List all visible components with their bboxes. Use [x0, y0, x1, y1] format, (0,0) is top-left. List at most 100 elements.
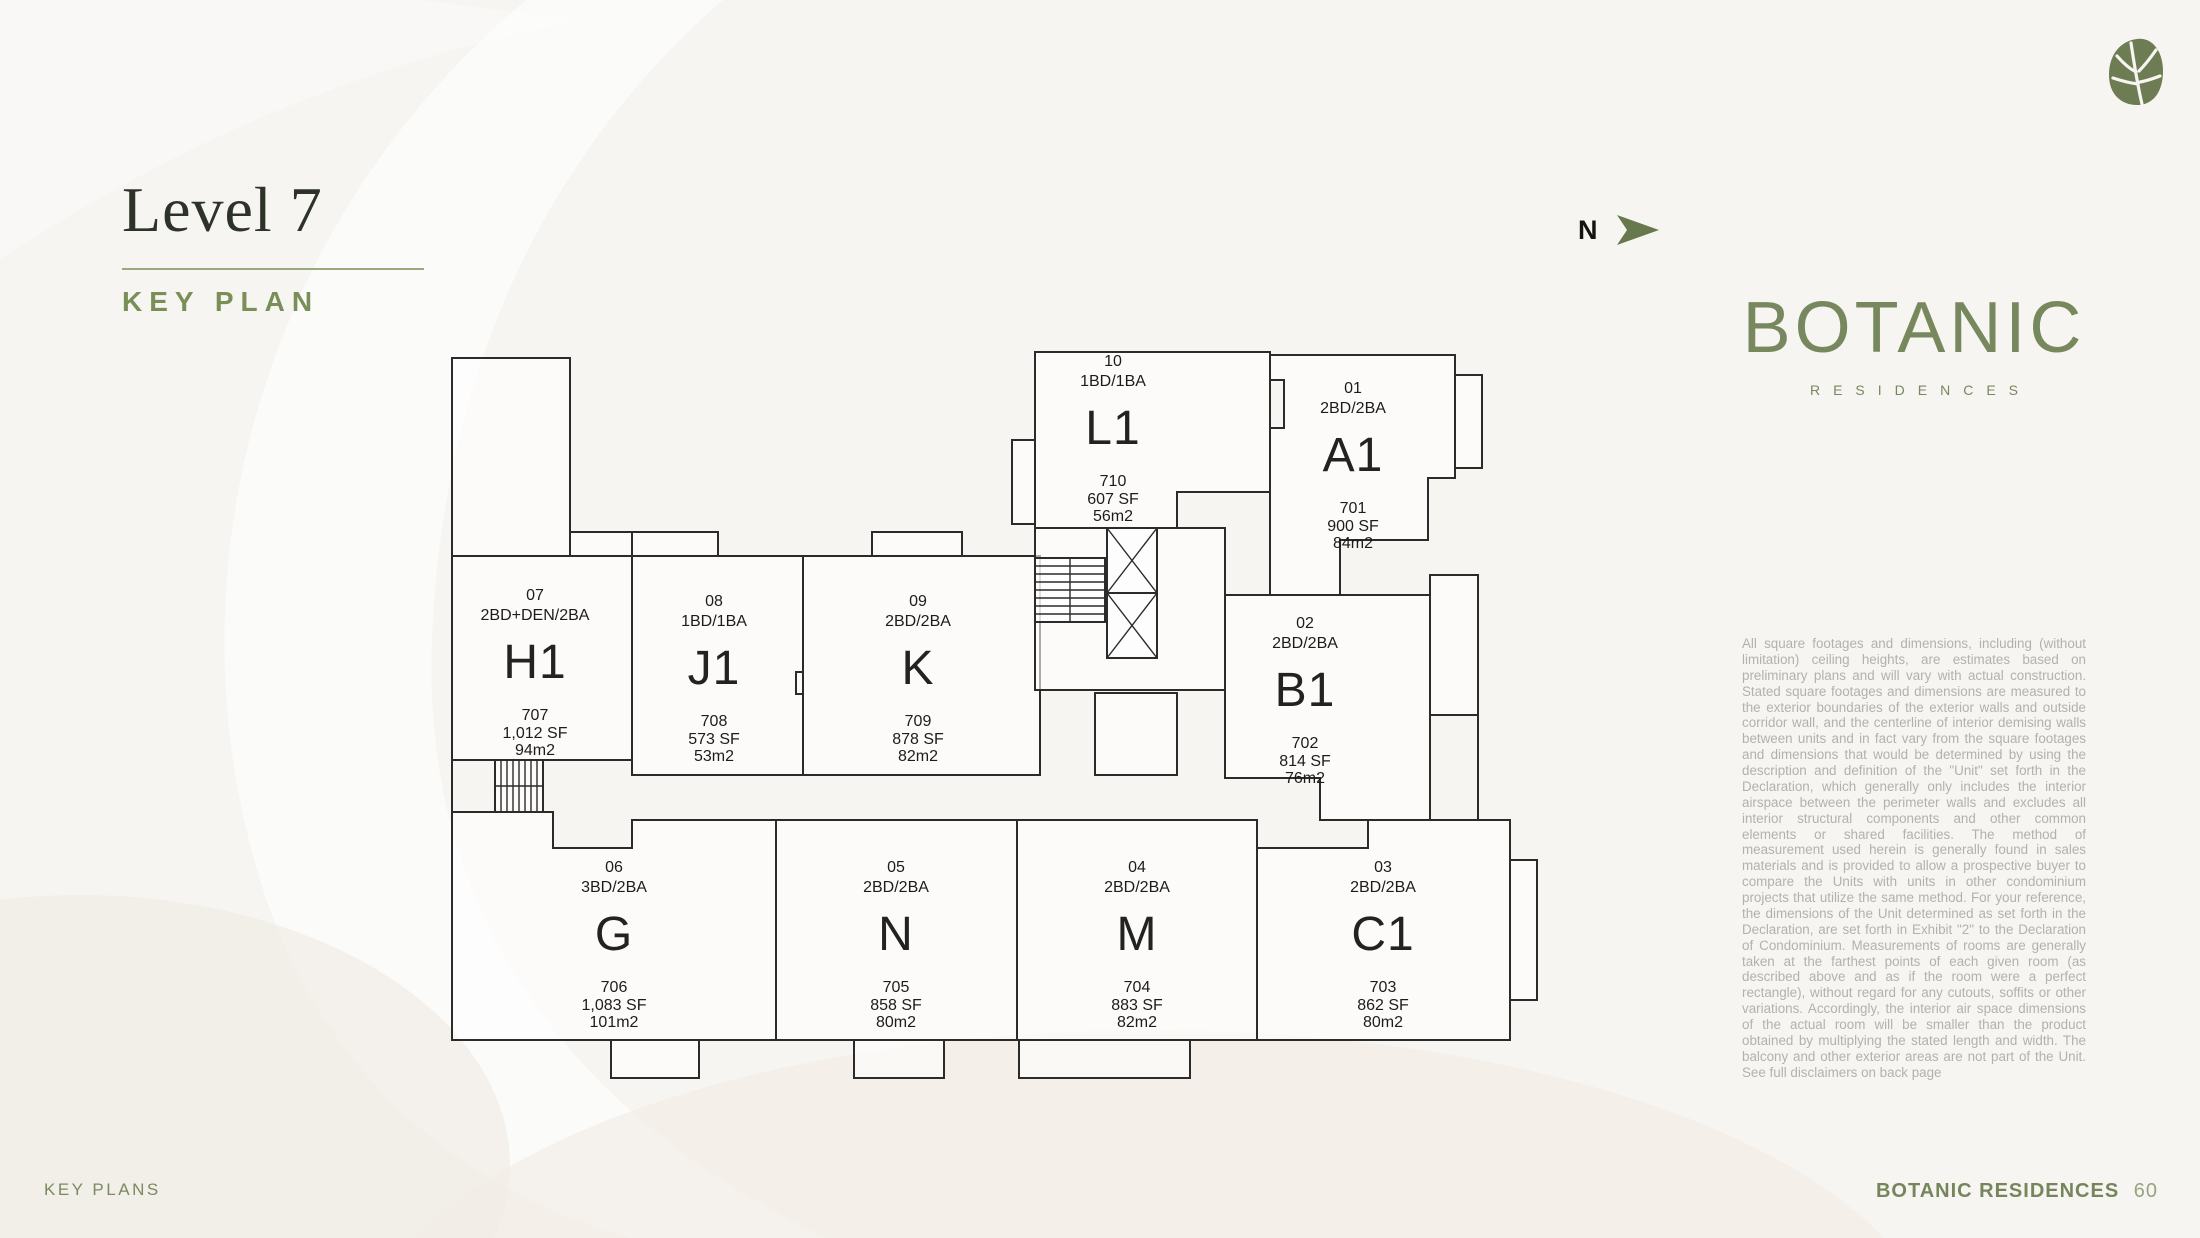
unit-J1-num: 08 [705, 593, 723, 610]
unit-outline-K [802, 555, 1041, 776]
unit-J1-letter: J1 [688, 642, 741, 695]
footer-section-label: KEY PLANS [44, 1180, 161, 1199]
unit-N-letter: N [878, 908, 914, 961]
disclaimer-text: All square footages and dimensions, incl… [1742, 636, 2086, 1080]
unit-K-sf: 878 SF [892, 731, 944, 748]
balcony [631, 531, 719, 557]
unit-H1-sqm: 94m2 [515, 742, 555, 759]
unit-M-sqm: 82m2 [1117, 1014, 1157, 1031]
balcony [853, 1039, 945, 1079]
unit-A1-type: 2BD/2BA [1320, 400, 1386, 417]
unit-G-sqm: 101m2 [590, 1014, 639, 1031]
balcony [610, 1039, 700, 1079]
unit-A1-sf: 900 SF [1327, 518, 1379, 535]
unit-B1-type: 2BD/2BA [1272, 635, 1338, 652]
unit-K-type: 2BD/2BA [885, 613, 951, 630]
unit-outline-C1 [1256, 819, 1511, 1041]
unit-outline-G [451, 811, 777, 1041]
unit-H1-sf: 1,012 SF [503, 725, 568, 742]
elevator-x [1106, 527, 1158, 659]
unit-J1-unit: 708 [701, 713, 728, 730]
footer-page-number: 60 [2133, 1180, 2158, 1202]
unit-L1-sqm: 56m2 [1093, 508, 1133, 525]
watermark-corner-streak [0, 0, 580, 260]
unit-M-num: 04 [1128, 859, 1146, 876]
unit-L1-letter: L1 [1085, 402, 1140, 455]
unit-A1-unit: 701 [1340, 500, 1367, 517]
unit-M-sf: 883 SF [1111, 997, 1163, 1014]
footer-brand: BOTANIC RESIDENCES [1875, 1180, 2120, 1202]
corridor-elbow [1094, 692, 1178, 776]
north-label: N [1578, 214, 1599, 245]
plan-walls [451, 351, 1538, 1079]
unit-H1-num: 07 [526, 587, 544, 604]
north-indicator: N [1578, 213, 1661, 247]
unit-N-sf: 858 SF [870, 997, 922, 1014]
unit-outline-J1 [631, 555, 804, 776]
watermark-bottom-band [416, 1030, 1884, 1238]
unit-A1-num: 01 [1344, 380, 1362, 397]
title-block: Level 7 KEY PLAN [122, 178, 462, 318]
unit-B1-sqm: 76m2 [1285, 770, 1325, 787]
unit-J1-type: 1BD/1BA [681, 613, 747, 630]
unit-A1-letter: A1 [1323, 429, 1384, 482]
unit-J1-sf: 573 SF [688, 731, 740, 748]
unit-K-num: 09 [909, 593, 927, 610]
unit-N-unit: 705 [883, 979, 910, 996]
leaf-icon [2109, 38, 2163, 106]
unit-G-sf: 1,083 SF [582, 997, 647, 1014]
unit-G-letter: G [595, 908, 633, 961]
unit-C1-sf: 862 SF [1357, 997, 1409, 1014]
page-title: Level 7 [122, 174, 323, 245]
watermark-beige-blob [0, 895, 510, 1238]
unit-H1-letter: H1 [503, 636, 566, 689]
brand-tagline: RESIDENCES [1809, 382, 2032, 398]
balcony [1454, 374, 1483, 469]
unit-A1-sqm: 84m2 [1333, 535, 1373, 552]
north-arrow-icon [1616, 215, 1659, 245]
unit-G-type: 3BD/2BA [581, 879, 647, 896]
unit-N-type: 2BD/2BA [863, 879, 929, 896]
unit-C1-unit: 703 [1370, 979, 1397, 996]
unit-outline-H1 [451, 555, 633, 761]
unit-outline-M [1016, 819, 1258, 1041]
unit-L1-num: 10 [1104, 353, 1122, 370]
unit-H1-unit: 707 [522, 707, 549, 724]
unit-C1-num: 03 [1374, 859, 1392, 876]
unit-C1-type: 2BD/2BA [1350, 879, 1416, 896]
unit-C1-letter: C1 [1351, 908, 1414, 961]
unit-K-unit: 709 [905, 713, 932, 730]
balcony [871, 531, 963, 557]
wall-arm [451, 357, 571, 557]
unit-H1-type: 2BD+DEN/2BA [481, 607, 590, 624]
unit-B1-num: 02 [1296, 615, 1314, 632]
unit-J1-sqm: 53m2 [694, 748, 734, 765]
unit-C1-sqm: 80m2 [1363, 1014, 1403, 1031]
unit-N-sqm: 80m2 [876, 1014, 916, 1031]
balcony [1011, 439, 1036, 525]
unit-B1-letter: B1 [1275, 664, 1336, 717]
unit-K-sqm: 82m2 [898, 748, 938, 765]
brand-logo: BOTANIC RESIDENCES [1724, 292, 2104, 398]
unit-L1-sf: 607 SF [1087, 491, 1139, 508]
balcony [569, 531, 633, 557]
unit-L1-type: 1BD/1BA [1080, 373, 1146, 390]
unit-K-letter: K [901, 642, 934, 695]
unit-M-unit: 704 [1124, 979, 1151, 996]
balcony [1429, 574, 1479, 716]
footer-brand-page: BOTANIC RESIDENCES 60 [1876, 1180, 2158, 1203]
unit-B1-sf: 814 SF [1279, 753, 1331, 770]
